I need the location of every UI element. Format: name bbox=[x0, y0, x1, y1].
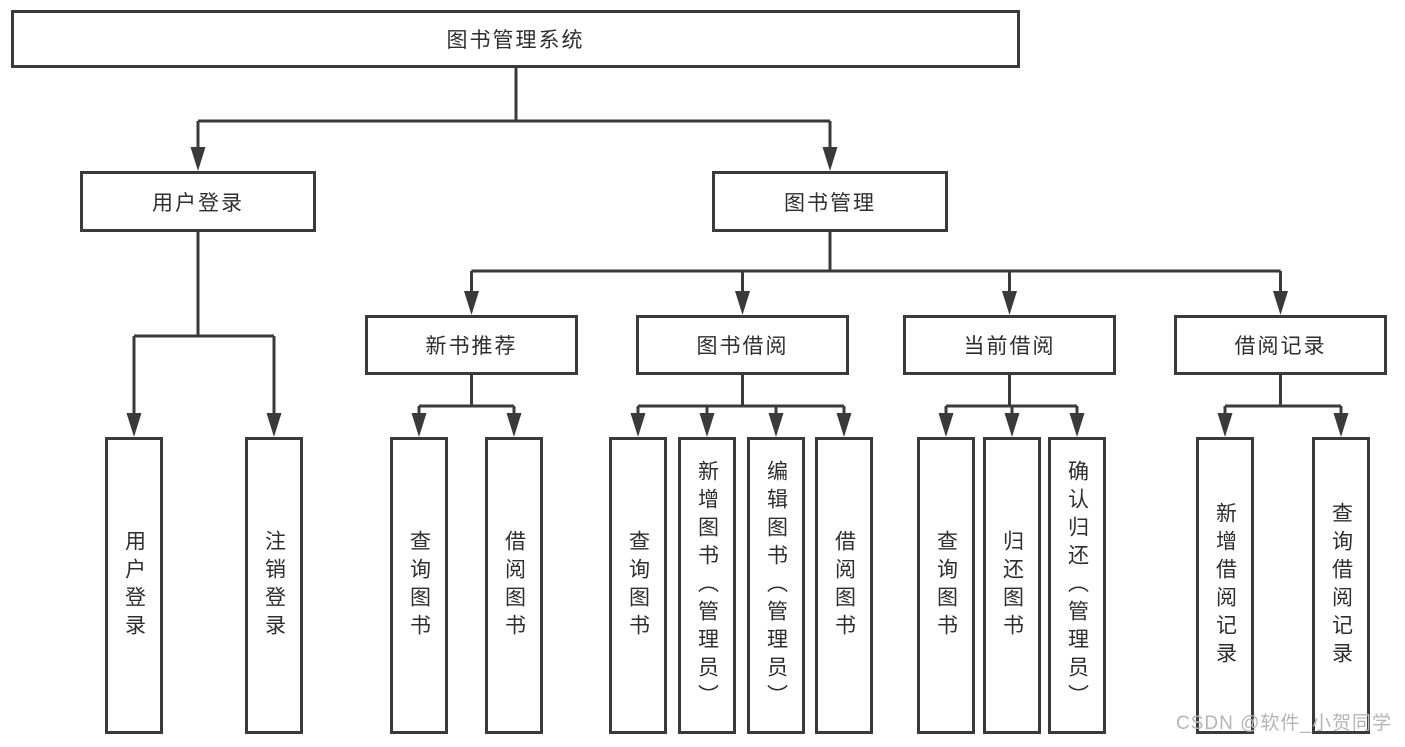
node-label: 新书推荐 bbox=[425, 335, 518, 358]
node-label: 查询图书 bbox=[626, 529, 650, 642]
node-label: 新增借阅记录 bbox=[1213, 501, 1237, 670]
node-label: 归还图书 bbox=[1000, 529, 1024, 642]
node-leaf-query-borrow-record: 查询借阅记录 bbox=[1312, 437, 1370, 734]
connector-borrow-to-leaves bbox=[630, 375, 852, 437]
node-label: 借阅图书 bbox=[832, 529, 856, 642]
node-label: 图书管理系统 bbox=[446, 29, 585, 52]
node-label: 编辑图书（管理员） bbox=[764, 459, 788, 712]
node-label: 借阅记录 bbox=[1234, 335, 1327, 358]
node-new-book-recommendation: 新书推荐 bbox=[365, 315, 578, 375]
node-label: 图书借阅 bbox=[696, 335, 789, 358]
node-book-borrowing: 图书借阅 bbox=[636, 315, 849, 375]
node-user-login: 用户登录 bbox=[80, 171, 316, 232]
csdn-watermark: CSDN @软件_小贺同学 bbox=[1176, 713, 1392, 734]
node-leaf-borrow-books-2: 借阅图书 bbox=[815, 437, 873, 734]
node-label: 借阅图书 bbox=[502, 529, 526, 642]
node-leaf-logout: 注销登录 bbox=[245, 437, 303, 734]
node-label: 新增图书（管理员） bbox=[695, 459, 719, 712]
connector-recommend-to-leaves bbox=[411, 375, 522, 437]
connector-root-to-level2 bbox=[190, 68, 838, 171]
node-label: 查询图书 bbox=[934, 529, 958, 642]
node-leaf-edit-books-admin: 编辑图书（管理员） bbox=[747, 437, 805, 734]
node-leaf-borrow-books-1: 借阅图书 bbox=[485, 437, 543, 734]
connector-book-management-to-level3 bbox=[464, 232, 1288, 315]
connector-current-to-leaves bbox=[938, 375, 1085, 437]
node-label: 确认归还（管理员） bbox=[1065, 459, 1089, 712]
node-label: 查询借阅记录 bbox=[1329, 501, 1353, 670]
node-library-system: 图书管理系统 bbox=[11, 10, 1020, 68]
node-label: 查询图书 bbox=[407, 529, 431, 642]
node-current-borrowing: 当前借阅 bbox=[903, 315, 1116, 375]
connector-records-to-leaves bbox=[1217, 375, 1349, 437]
node-leaf-return-books: 归还图书 bbox=[983, 437, 1041, 734]
node-label: 当前借阅 bbox=[963, 335, 1056, 358]
connector-user-login-to-leaves bbox=[126, 232, 282, 437]
node-label: 注销登录 bbox=[262, 529, 286, 642]
node-leaf-user-login: 用户登录 bbox=[105, 437, 163, 734]
node-label: 用户登录 bbox=[152, 191, 244, 215]
node-leaf-query-books-3: 查询图书 bbox=[917, 437, 975, 734]
node-label: 图书管理 bbox=[784, 191, 876, 215]
node-leaf-query-books-2: 查询图书 bbox=[609, 437, 667, 734]
node-leaf-add-borrow-record: 新增借阅记录 bbox=[1196, 437, 1254, 734]
node-label: 用户登录 bbox=[122, 529, 146, 642]
node-leaf-confirm-return-admin: 确认归还（管理员） bbox=[1048, 437, 1106, 734]
node-book-management: 图书管理 bbox=[712, 171, 948, 232]
node-borrowing-records: 借阅记录 bbox=[1174, 315, 1387, 375]
node-leaf-add-books-admin: 新增图书（管理员） bbox=[678, 437, 736, 734]
node-leaf-query-books-1: 查询图书 bbox=[390, 437, 448, 734]
